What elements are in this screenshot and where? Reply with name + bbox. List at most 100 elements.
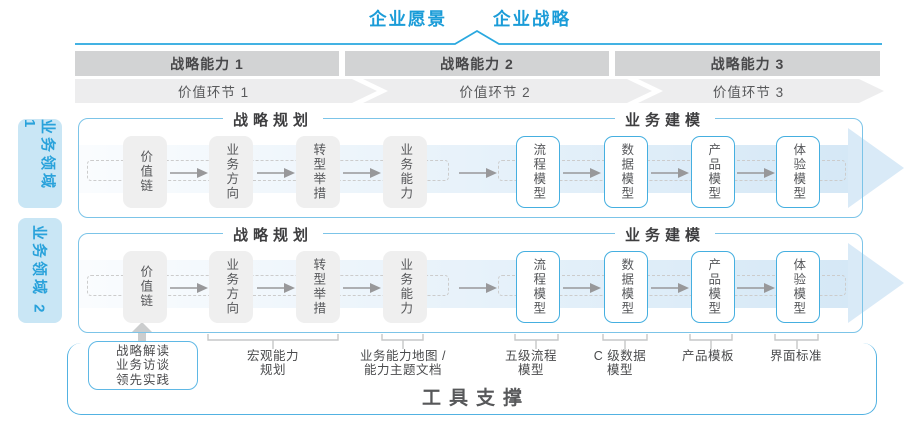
planning-box: 价值链	[123, 251, 167, 323]
bracket-icon	[774, 334, 819, 349]
annotation-label: 业务能力地图 /能力主题文档	[360, 349, 446, 377]
annotation-line: 五级流程	[504, 349, 558, 363]
box-label: 转型举措	[311, 258, 326, 316]
annotation-line: 规划	[259, 363, 287, 377]
modeling-box: 数据模型	[604, 136, 648, 208]
modeling-box: 数据模型	[604, 251, 648, 323]
box-label: 体验模型	[791, 258, 806, 316]
business-modeling-title: 业务建模	[614, 109, 716, 130]
planning-box: 业务方向	[209, 251, 253, 323]
up-arrow-icon	[138, 332, 146, 342]
practice-box-line: 领先实践	[115, 372, 170, 387]
annotation-line: 宏观能力	[246, 349, 300, 363]
bracket-icon	[207, 334, 339, 349]
right-arrow-icon	[563, 166, 601, 184]
domain-label-text: 业务领域 2	[30, 225, 48, 316]
box-label: 数据模型	[619, 258, 634, 316]
capability-segment: 战略能力 1	[75, 51, 339, 76]
value-chain-segment: 价值环节 2	[363, 79, 652, 103]
box-label: 业务方向	[224, 143, 239, 201]
annotation-label: 五级流程模型	[505, 349, 557, 377]
right-arrow-icon	[170, 166, 208, 184]
right-arrow-icon	[563, 281, 601, 299]
box-label: 产品模型	[706, 258, 721, 316]
planning-box: 转型举措	[296, 136, 340, 208]
group-brackets	[207, 334, 819, 349]
vision-title: 企业愿景	[369, 9, 447, 29]
bracket-icon	[602, 334, 648, 349]
row-panel-2: 战略规划 业务建模价值链 业务方向 转型举措 业务能力 流程模型 数据模型 产品模型 体验模型	[78, 224, 863, 333]
practice-box-line: 业务访谈	[115, 358, 170, 373]
practice-box: 战略解读 业务访谈 领先实践	[88, 341, 198, 390]
strategic-planning-title: 战略规划	[222, 224, 324, 245]
dashed-track	[498, 275, 846, 296]
modeling-box: 产品模型	[691, 251, 735, 323]
annotation-line: 模型	[517, 363, 545, 377]
box-label: 流程模型	[531, 143, 546, 201]
box-label: 业务能力	[398, 143, 413, 201]
right-arrow-icon	[459, 281, 497, 299]
annotation-line: 模型	[606, 363, 634, 377]
business-modeling-title: 业务建模	[614, 224, 716, 245]
strategic-planning-title: 战略规划	[222, 109, 324, 130]
right-arrow-icon	[737, 166, 775, 184]
right-arrow-icon	[459, 166, 497, 184]
right-arrow-icon	[651, 166, 689, 184]
tool-support-title: 工具支撑	[421, 388, 531, 409]
box-label: 业务能力	[398, 258, 413, 316]
annotation-line: C 级数据	[593, 349, 647, 363]
capability-segment: 战略能力 2	[345, 51, 609, 76]
value-chain-segment: 价值环节 1	[75, 79, 377, 103]
capability-segment: 战略能力 3	[615, 51, 880, 76]
modeling-box: 产品模型	[691, 136, 735, 208]
annotation-line: 产品模板	[681, 349, 735, 363]
right-arrow-icon	[170, 281, 208, 299]
band-arrow-icon	[848, 243, 904, 323]
value-chain-segment: 价值环节 3	[638, 79, 884, 103]
row-panel-1: 战略规划 业务建模价值链 业务方向 转型举措 业务能力 流程模型 数据模型 产品模型 体验模型	[78, 109, 863, 218]
annotation-label: 宏观能力规划	[247, 349, 299, 377]
right-arrow-icon	[737, 281, 775, 299]
box-label: 数据模型	[619, 143, 634, 201]
vision-pointer-line	[75, 29, 882, 45]
planning-box: 业务方向	[209, 136, 253, 208]
domain-label-text: 业务领域 1	[21, 119, 56, 192]
bracket-icon	[689, 334, 733, 349]
annotation-label: C 级数据模型	[594, 349, 647, 377]
practice-box-line: 战略解读	[115, 343, 170, 358]
annotation-line: 界面标准	[769, 349, 823, 363]
modeling-box: 体验模型	[776, 136, 820, 208]
modeling-box: 流程模型	[516, 136, 560, 208]
right-arrow-icon	[343, 166, 381, 184]
strategy-title: 企业战略	[493, 9, 571, 29]
box-label: 产品模型	[706, 143, 721, 201]
box-label: 业务方向	[224, 258, 239, 316]
up-arrow-icon	[131, 322, 153, 333]
right-arrow-icon	[343, 281, 381, 299]
right-arrow-icon	[651, 281, 689, 299]
dashed-track	[87, 275, 449, 296]
tool-support-container	[67, 343, 877, 415]
domain-label-2: 业务领域 2	[18, 218, 62, 323]
box-label: 价值链	[138, 150, 153, 194]
band-arrow-icon	[848, 128, 904, 208]
box-label: 转型举措	[311, 143, 326, 201]
right-arrow-icon	[257, 166, 295, 184]
box-label: 流程模型	[531, 258, 546, 316]
bracket-icon	[514, 334, 559, 349]
dashed-track	[498, 160, 846, 181]
planning-box: 转型举措	[296, 251, 340, 323]
planning-box: 价值链	[123, 136, 167, 208]
planning-box: 业务能力	[383, 251, 427, 323]
bracket-icon	[381, 334, 424, 349]
annotation-label: 界面标准	[770, 349, 822, 363]
annotation-line: 能力主题文档	[363, 363, 443, 377]
modeling-box: 体验模型	[776, 251, 820, 323]
box-label: 价值链	[138, 265, 153, 309]
box-label: 体验模型	[791, 143, 806, 201]
annotation-line: 业务能力地图 /	[360, 349, 446, 363]
modeling-box: 流程模型	[516, 251, 560, 323]
annotation-label: 产品模板	[682, 349, 734, 363]
planning-box: 业务能力	[383, 136, 427, 208]
